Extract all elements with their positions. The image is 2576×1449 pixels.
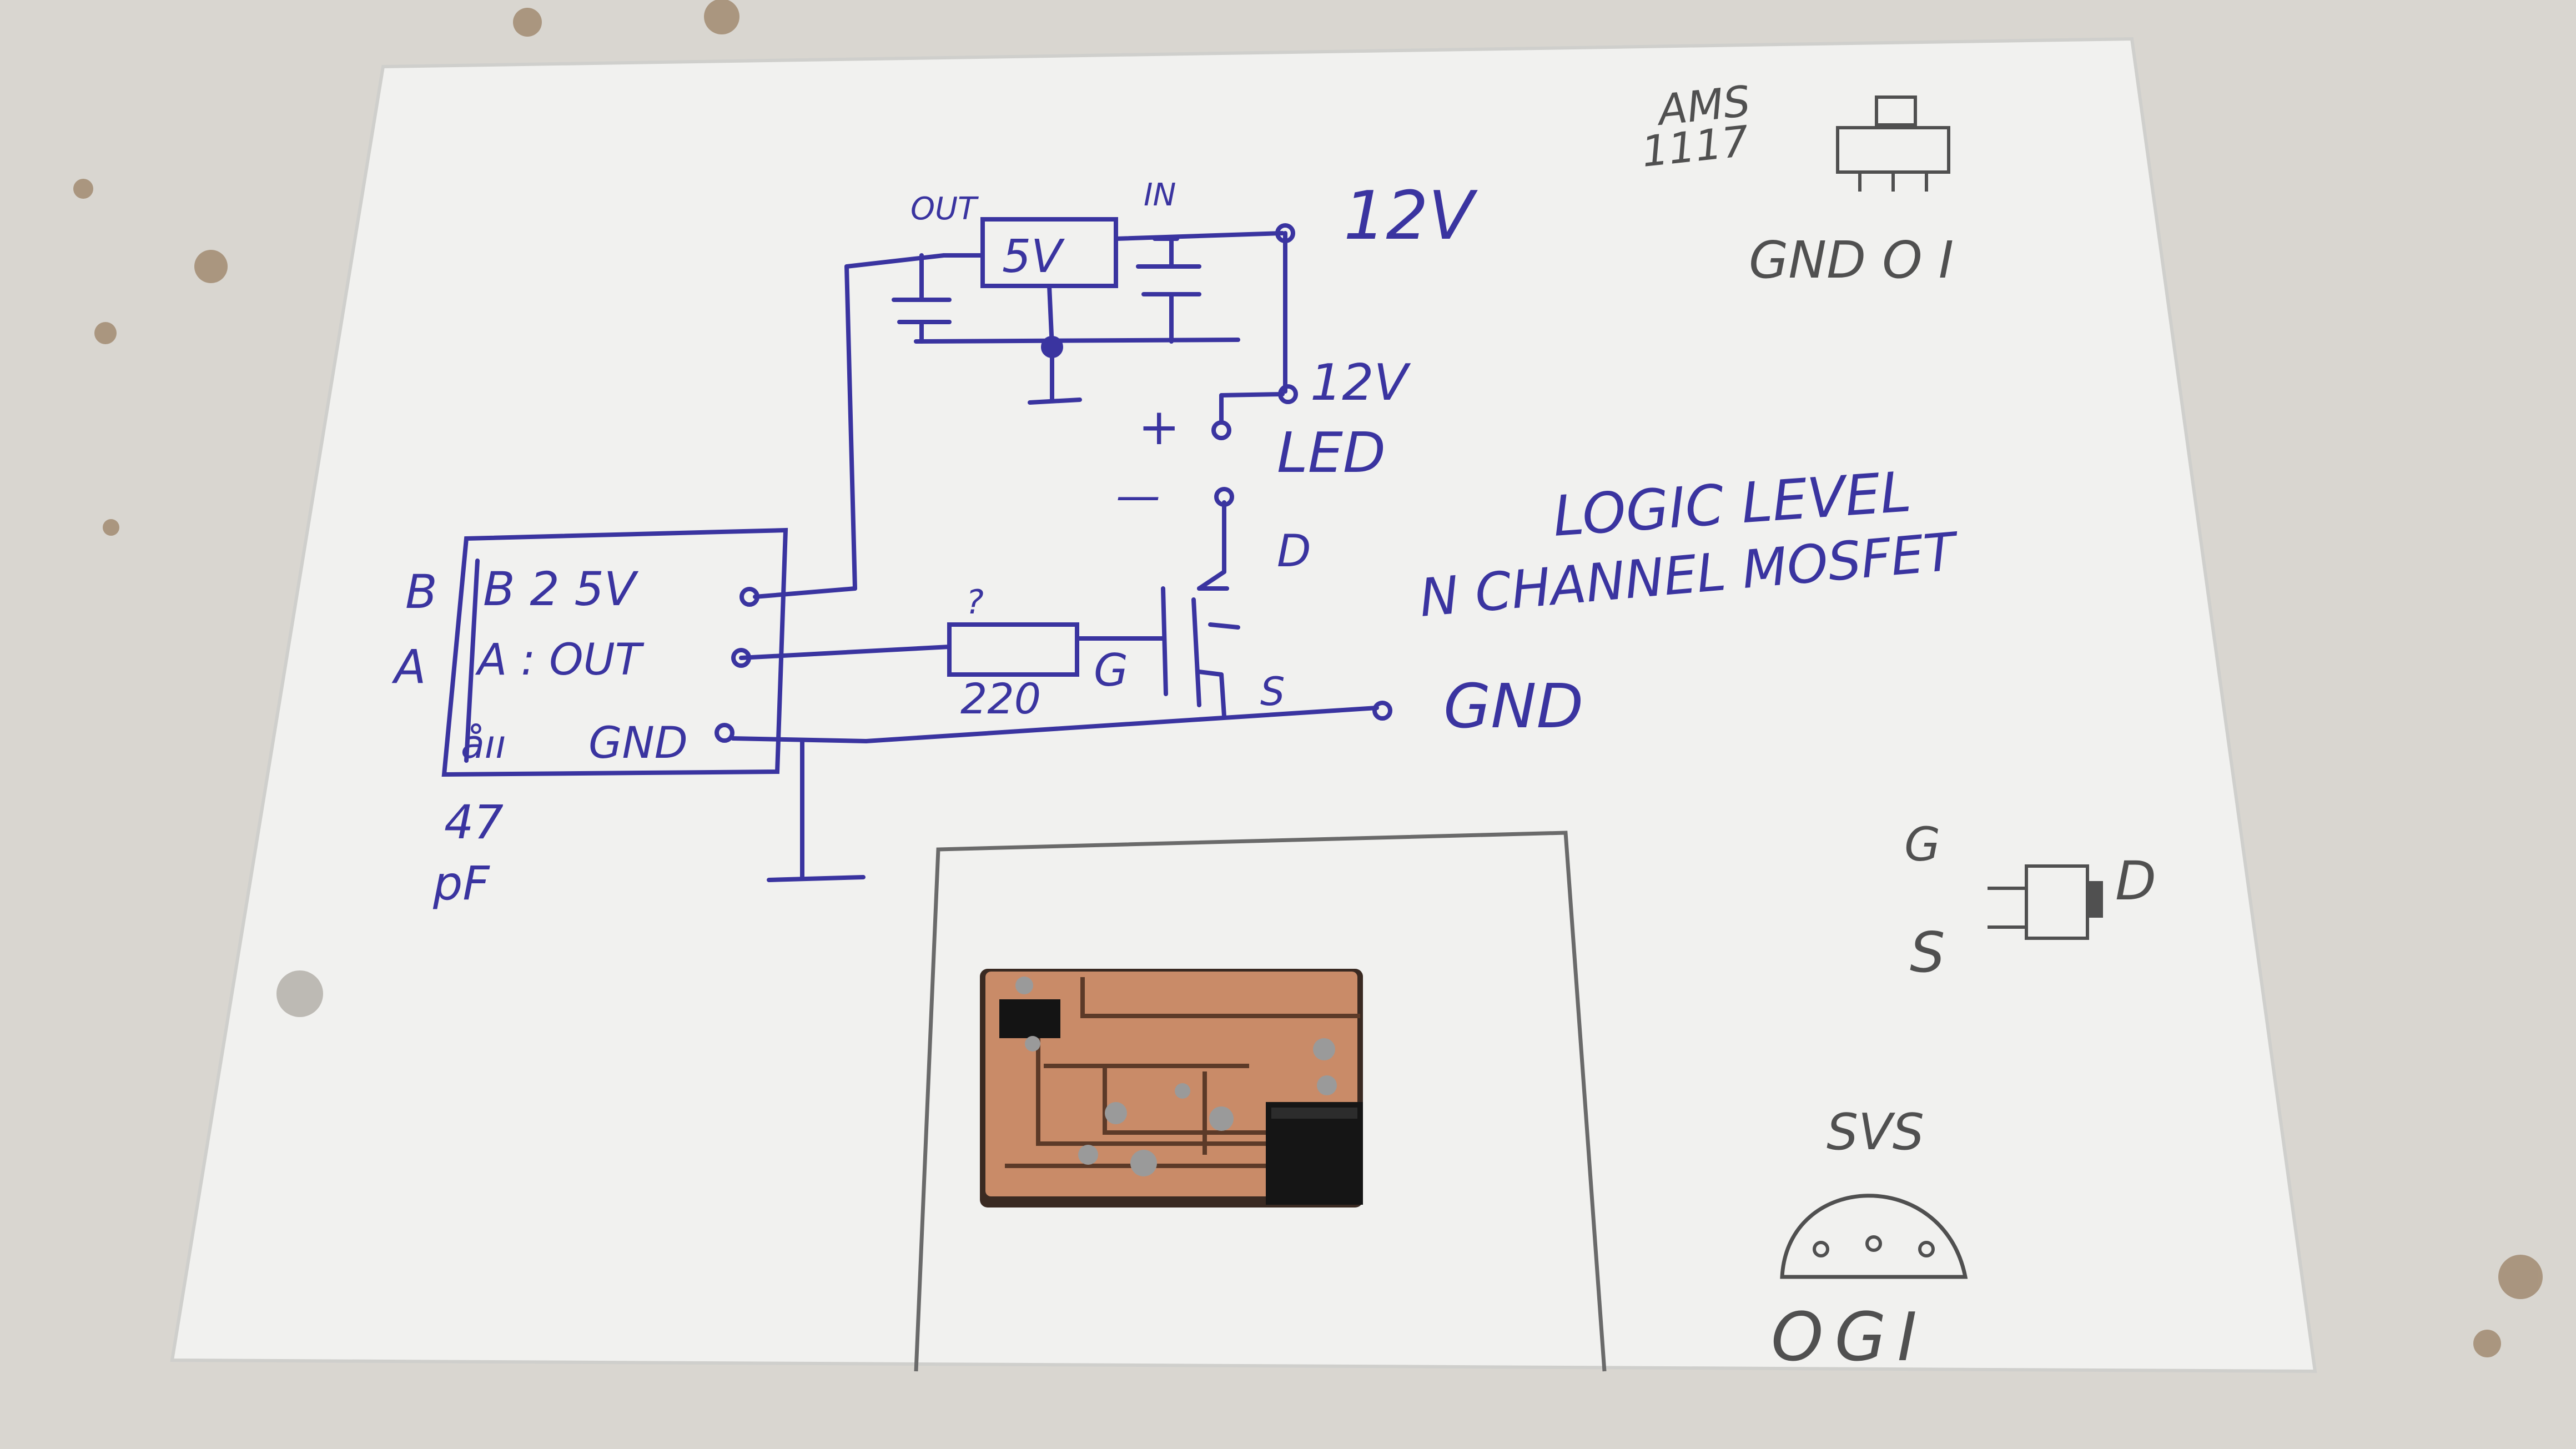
source-label: S	[1260, 669, 1285, 715]
punch-hole	[276, 970, 323, 1017]
cap-value-1: 47	[444, 795, 504, 849]
reg-out-label: OUT	[910, 191, 979, 227]
schematic	[441, 217, 1392, 882]
pencil-box	[914, 831, 1607, 1372]
connector-row3-left: åıı	[461, 722, 506, 767]
gnd-label: GND	[1443, 671, 1583, 742]
gate-label: G	[1094, 645, 1128, 696]
mosfet-package-icon	[1988, 864, 2103, 940]
mosfet-g-label: G	[1904, 817, 1940, 872]
connector-row3: GND	[588, 718, 688, 768]
led-minus-label: —	[1116, 470, 1160, 521]
ams-pins: GND O I	[1749, 230, 1954, 290]
reg-in-label: IN	[1144, 177, 1176, 213]
regulator-package-icon	[1836, 95, 1950, 192]
cap-value-2: pF	[432, 856, 490, 910]
mosfet-d-label: D	[2115, 850, 2156, 912]
ams-line2: 1117	[1639, 116, 1752, 177]
connector-row2-left: A	[391, 640, 426, 694]
connector-row2: A : OUT	[475, 635, 645, 685]
mosfet-s-label: S	[1910, 920, 1945, 985]
resistor-value: 220	[960, 674, 1041, 723]
led-plus-label: +	[1138, 398, 1180, 456]
led-label: LED	[1277, 420, 1386, 485]
pencil-notes: AMS 1117 GND O I G S D SVS OGI	[1639, 76, 2156, 1376]
regulator-label: 5V	[1002, 230, 1065, 283]
connector-box	[441, 527, 788, 777]
table-stains	[73, 0, 2543, 1357]
paper-sheet	[170, 37, 2317, 1373]
mosfet-component	[1266, 1102, 1363, 1205]
drain-label: D	[1277, 525, 1311, 577]
pkg-label: SVS	[1827, 1103, 1924, 1161]
to92-pins	[1813, 1235, 1935, 1257]
to92-package-icon	[1780, 1194, 1968, 1279]
pkg-pins: OGI	[1771, 1299, 1928, 1376]
ams-line1: AMS	[1653, 76, 1753, 135]
connector-row1-left: B	[405, 565, 437, 619]
regulator-chip	[999, 999, 1060, 1038]
supply-led-label: 12V	[1310, 354, 1411, 412]
resistor-box	[947, 622, 1079, 677]
connector-row1: B 2 5V	[483, 562, 639, 616]
supply-top-label: 12V	[1344, 178, 1478, 255]
solder-joints	[1015, 977, 1337, 1176]
pcb-board	[980, 969, 1363, 1208]
resistor-mark: ?	[966, 583, 984, 622]
